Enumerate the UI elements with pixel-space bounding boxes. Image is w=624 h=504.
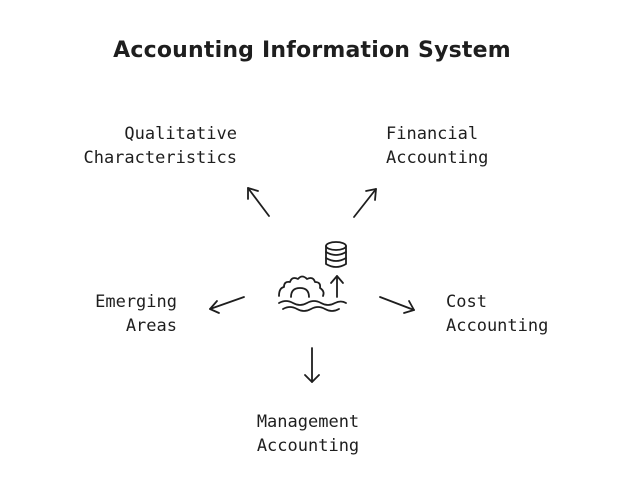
node-label-line: Emerging [95, 292, 177, 312]
node-label-line: Management [256, 412, 360, 432]
node-cost-accounting: Cost Accounting [446, 290, 548, 338]
arrow-to-emerging [209, 296, 245, 314]
diagram-title: Accounting Information System [113, 38, 511, 63]
node-label-line: Accounting [256, 436, 360, 456]
node-label-line: Cost [446, 292, 487, 312]
node-label-line: Accounting [446, 316, 549, 336]
node-label-line: Characteristics [83, 148, 237, 168]
node-emerging-areas: Emerging Areas [95, 290, 177, 338]
arrow-to-management [304, 347, 320, 383]
arrow-to-financial [353, 188, 377, 218]
center-hub [278, 241, 347, 312]
node-label-line: Areas [125, 316, 177, 336]
node-management-accounting: Management Accounting [208, 410, 408, 458]
node-label-line: Financial [386, 124, 479, 144]
node-label-line: Qualitative [124, 124, 237, 144]
arrow-to-cost [379, 296, 415, 314]
database-icon [325, 241, 347, 268]
node-label-line: Accounting [386, 148, 489, 168]
arrow-to-qualitative [247, 187, 270, 217]
node-qualitative-characteristics: Qualitative Characteristics [83, 122, 237, 170]
arrow-up-icon [330, 275, 344, 298]
node-financial-accounting: Financial Accounting [386, 122, 488, 170]
waves-icon [278, 300, 347, 312]
gear-icon [278, 275, 325, 298]
